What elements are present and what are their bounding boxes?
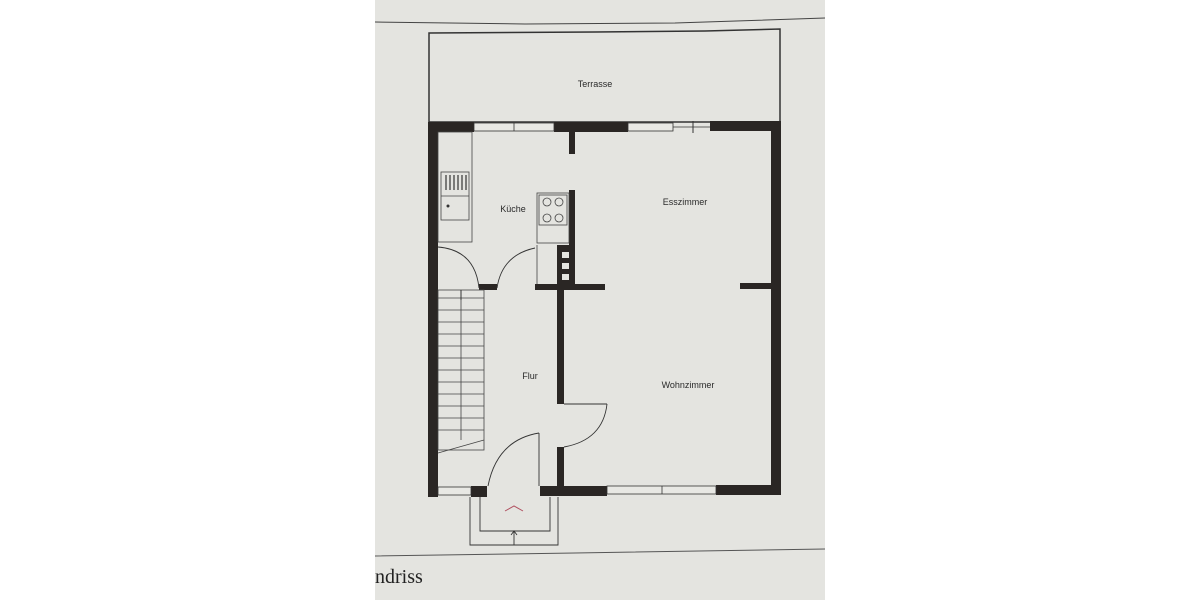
- room-label-terrasse: Terrasse: [577, 79, 613, 89]
- room-label-kueche: Küche: [500, 204, 526, 214]
- floor-plan-page: Terrasse Küche Esszimmer Flur Wohnzimmer…: [375, 0, 825, 600]
- page-caption: ndriss: [375, 566, 423, 588]
- floor-plan-drawing: [375, 17, 825, 557]
- room-label-wohnzimmer: Wohnzimmer: [661, 380, 715, 390]
- room-label-flur: Flur: [522, 371, 538, 381]
- room-label-esszimmer: Esszimmer: [662, 197, 708, 207]
